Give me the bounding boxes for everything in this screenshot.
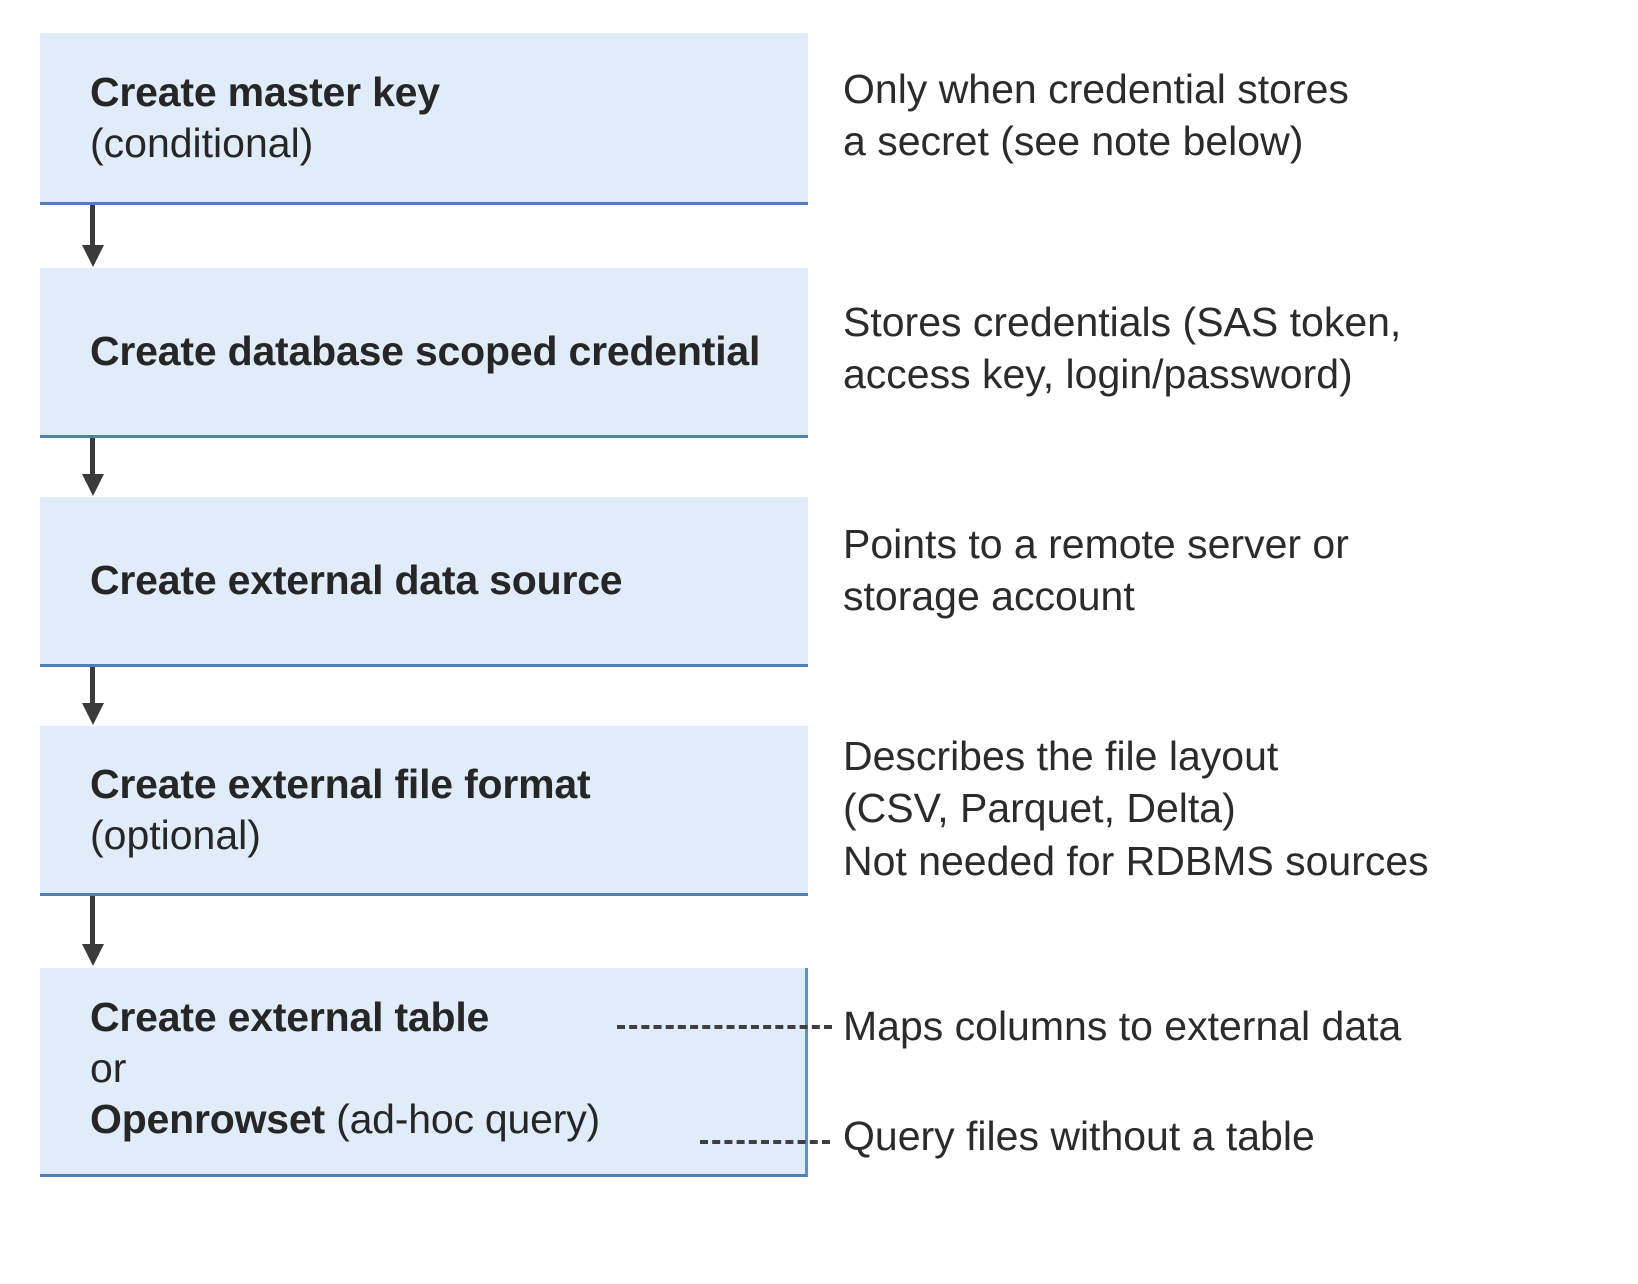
arrow-shaft <box>90 205 95 247</box>
flow-box-master-key: Create master key (conditional) <box>40 33 808 205</box>
dashed-connector-external-table <box>617 1025 832 1029</box>
flow-box-title: Create external data source <box>90 557 623 604</box>
flow-box-title: Create master key <box>90 68 440 115</box>
arrow-head <box>82 245 104 267</box>
flow-box-title: Create external file format <box>90 760 591 807</box>
arrow-down-icon-3 <box>82 667 104 726</box>
flow-box-title: Create external table <box>90 994 490 1040</box>
arrow-down-icon-4 <box>82 896 104 968</box>
alt-title-suffix: (ad-hoc query) <box>324 1095 600 1142</box>
flow-box-external-file-format: Create external file format (optional) <box>40 726 808 896</box>
flow-box-separator: or <box>90 1044 127 1091</box>
alt-title-text: Openrowset <box>90 1095 325 1142</box>
flow-box-alt-title: Openrowset (ad-hoc query) <box>90 1094 789 1145</box>
flow-box-title: Create database scoped credential <box>90 328 761 375</box>
note-external-data-source: Points to a remote server or storage acc… <box>843 521 1349 620</box>
note-external-table: Maps columns to external data <box>843 1003 1402 1049</box>
note-external-file-format: Describes the file layout (CSV, Parquet,… <box>843 733 1429 884</box>
note-database-scoped-credential: Stores credentials (SAS token, access ke… <box>843 299 1402 398</box>
flow-box-subtitle: (optional) <box>90 811 261 858</box>
note-openrowset: Query files without a table <box>843 1113 1315 1159</box>
flow-box-external-table-or-openrowset: Create external table or Openrowset (ad-… <box>40 968 808 1177</box>
flow-box-external-data-source: Create external data source <box>40 497 808 667</box>
arrow-shaft <box>90 438 95 476</box>
arrow-head <box>82 474 104 496</box>
note-master-key: Only when credential stores a secret (se… <box>843 66 1349 165</box>
dashed-connector-openrowset <box>700 1140 830 1144</box>
flow-box-database-scoped-credential: Create database scoped credential <box>40 268 808 438</box>
arrow-down-icon-1 <box>82 205 104 268</box>
arrow-down-icon-2 <box>82 438 104 497</box>
arrow-shaft <box>90 896 95 946</box>
arrow-head <box>82 944 104 966</box>
arrow-shaft <box>90 667 95 705</box>
flow-box-subtitle: (conditional) <box>90 119 314 166</box>
arrow-head <box>82 703 104 725</box>
